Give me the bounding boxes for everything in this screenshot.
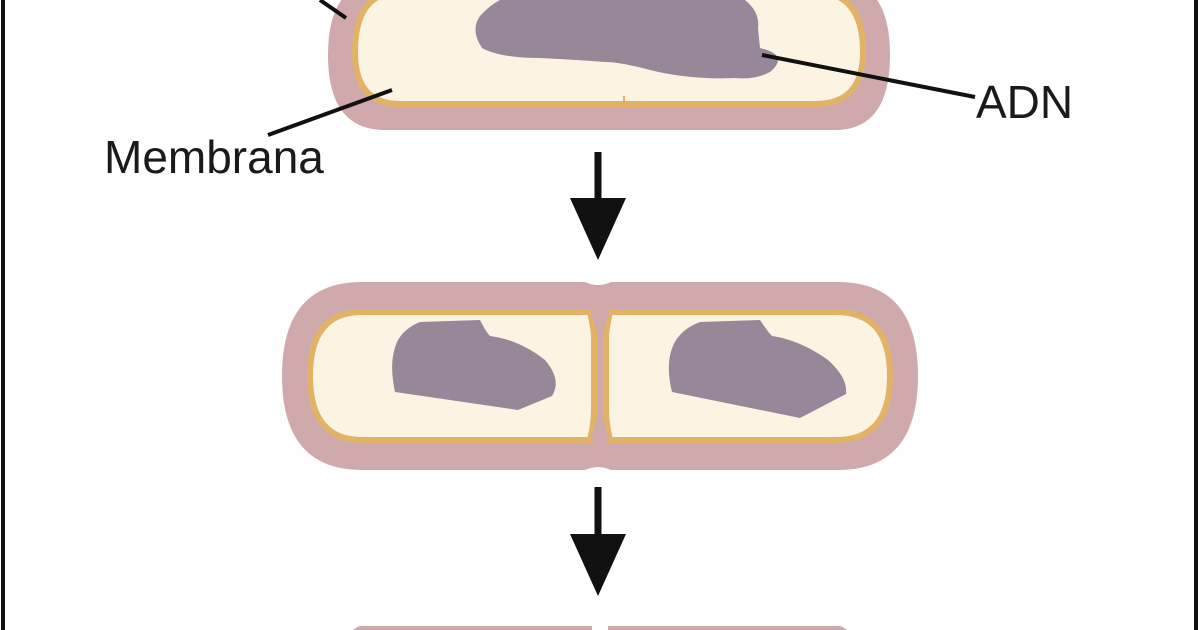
parent-cell (328, 0, 890, 130)
dna-blob (475, 0, 778, 79)
down-arrow-1 (570, 152, 626, 260)
membrane-label: Membrana (104, 131, 324, 183)
dna-label: ADN (976, 76, 1073, 128)
dna-pointer-line (761, 53, 976, 99)
down-arrow-2 (570, 487, 626, 596)
daughter-cells (352, 626, 848, 630)
right-daughter-cell-wall (608, 626, 848, 630)
left-daughter-cell-wall (352, 626, 592, 630)
membrane-pointer-line (267, 88, 393, 137)
dividing-cell (282, 282, 918, 470)
wall-pointer-line (318, 0, 348, 20)
dna-copy-left (392, 320, 556, 410)
septum-bottom-notch (590, 410, 610, 440)
dna-copy-right (668, 320, 847, 418)
septum-top-notch (590, 312, 610, 340)
